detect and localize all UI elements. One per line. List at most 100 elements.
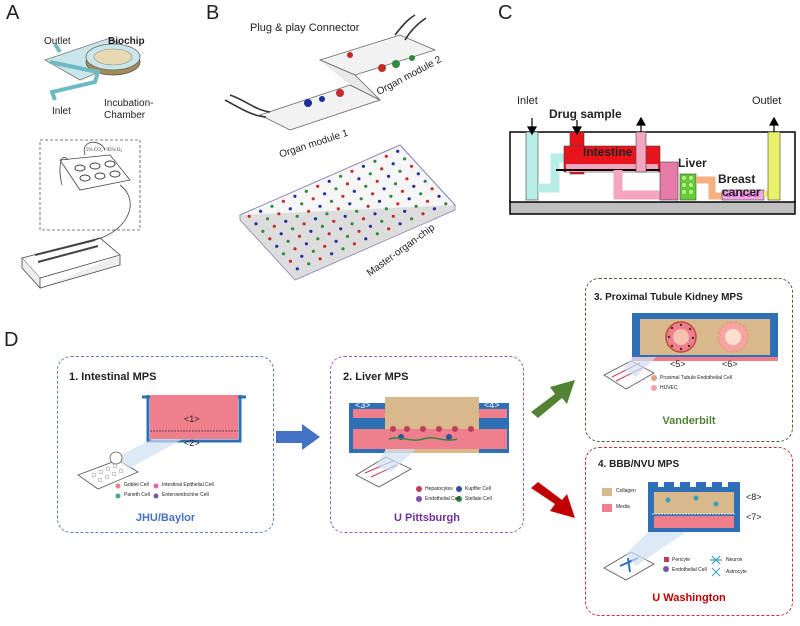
chip-dot: [400, 189, 404, 193]
chip-dot: [272, 224, 276, 228]
chip-dot: [432, 207, 436, 211]
chip-dot: [325, 212, 329, 216]
chip-dot: [304, 189, 308, 193]
liver-mps-box: 2. Liver MPS <3> <4> Hepatocytes Kupffer…: [330, 356, 524, 533]
panel-b-letter: B: [206, 2, 220, 24]
panel-c-letter: C: [498, 2, 513, 24]
chip-dot: [302, 222, 306, 226]
chip-dot: [373, 159, 377, 163]
chip-dot: [403, 157, 407, 161]
chip-dot: [323, 192, 327, 196]
chip-dot: [361, 217, 366, 221]
chip-dot: [281, 252, 286, 256]
chip-dot: [332, 219, 336, 223]
chip-dot: [316, 237, 320, 241]
box2-legend-endo: Endothelial Cell: [425, 496, 460, 502]
box4-ch7: <7>: [746, 512, 762, 522]
box4-institution: U Washington: [652, 592, 726, 604]
box4-legend-media: Media: [616, 504, 630, 510]
c-outlet-label: Outlet: [752, 95, 782, 107]
box1-legend-goblet: Goblet Cell: [124, 482, 149, 488]
master-organ-chip: [239, 144, 456, 281]
chip-dot: [341, 247, 345, 251]
box1-title: 1. Intestinal MPS: [69, 371, 157, 383]
chip-dot: [380, 167, 384, 171]
panel-a-figure: [21, 37, 141, 290]
box2-title: 2. Liver MPS: [343, 371, 409, 383]
chip-dot: [311, 197, 315, 201]
chip-dot: [254, 222, 258, 226]
chip-dot: [437, 194, 441, 198]
box4-legend-pericyte: Pericyte: [672, 557, 691, 563]
chip-dot: [339, 174, 343, 178]
chip-dot: [444, 202, 448, 206]
a-outlet-label: Outlet: [44, 36, 71, 47]
box1-ch2: <2>: [184, 438, 200, 448]
chip-dot: [393, 182, 398, 186]
chip-dot: [412, 184, 416, 188]
chip-dot: [398, 222, 402, 226]
chip-dot: [391, 162, 395, 166]
chip-dot: [375, 232, 379, 236]
chip-dot: [275, 244, 279, 248]
box3-ch6: <6>: [722, 359, 738, 369]
chip-dot: [341, 194, 345, 198]
bbb-chip: [602, 477, 740, 581]
chip-dot: [368, 172, 372, 176]
chip-dot: [361, 164, 365, 168]
pump-setup: [21, 139, 141, 290]
chip-dot: [291, 227, 295, 231]
b-connector-label: Plug & play Connector: [250, 22, 360, 34]
chip-dot: [268, 237, 272, 241]
chip-dot: [320, 224, 324, 228]
chip-dot: [307, 209, 311, 213]
chip-dot: [389, 194, 393, 198]
chip-dot: [284, 219, 288, 223]
chip-dot: [396, 202, 400, 206]
chip-dot: [403, 209, 407, 213]
chip-dot: [398, 169, 402, 173]
box4-ch8: <8>: [746, 492, 762, 502]
chip-dot: [339, 227, 343, 231]
intestinal-mps-box: 1. Intestinal MPS <1> <2> Goblet Cell In…: [57, 356, 274, 533]
chip-dot: [373, 212, 377, 216]
chip-dot: [375, 179, 379, 183]
chip-dot: [300, 254, 304, 258]
chip-dot: [323, 244, 327, 248]
chip-dot: [288, 259, 292, 263]
chip-dot: [355, 209, 359, 213]
a-gas-label: 5% CO₂ / 95% O₂: [86, 148, 123, 153]
chip-dot: [297, 234, 302, 238]
chip-dot: [293, 194, 297, 198]
chip-dot: [364, 237, 368, 241]
chip-dot: [357, 177, 361, 181]
chip-dot: [430, 187, 434, 191]
chip-dot: [327, 179, 331, 183]
chip-dot: [343, 214, 347, 218]
chip-dot: [352, 242, 356, 246]
c-liver-label: Liver: [678, 156, 707, 170]
c-inlet-label: Inlet: [517, 95, 538, 107]
box4-legend-collagen: Collagen: [616, 488, 636, 494]
box3-ch5: <5>: [670, 359, 686, 369]
chip-dot: [419, 192, 423, 196]
chip-dot: [247, 214, 251, 218]
chip-dot: [382, 187, 386, 191]
chip-dot: [334, 239, 338, 243]
bbb-nvu-mps-box: 4. BBB/NVU MPS Collagen Media <8> <7> Pe…: [585, 447, 793, 616]
a-chamber-label: Chamber: [104, 110, 146, 121]
panel-d-letter: D: [4, 329, 19, 351]
chip-dot: [261, 229, 265, 233]
intestinal-chip: [77, 395, 246, 499]
chip-dot: [391, 214, 395, 218]
biochip-device: [44, 37, 141, 101]
chip-dot: [318, 204, 322, 208]
chip-dot: [288, 207, 292, 211]
chip-dot: [405, 177, 409, 181]
chip-dot: [371, 192, 375, 196]
box1-legend-entero: Enteroendocrine Cell: [162, 492, 209, 498]
chip-dot: [421, 212, 425, 216]
box4-legend-endo: Endothelial Cell: [672, 567, 707, 573]
box2-ch4: <4>: [484, 400, 500, 410]
chip-dot: [345, 182, 350, 186]
